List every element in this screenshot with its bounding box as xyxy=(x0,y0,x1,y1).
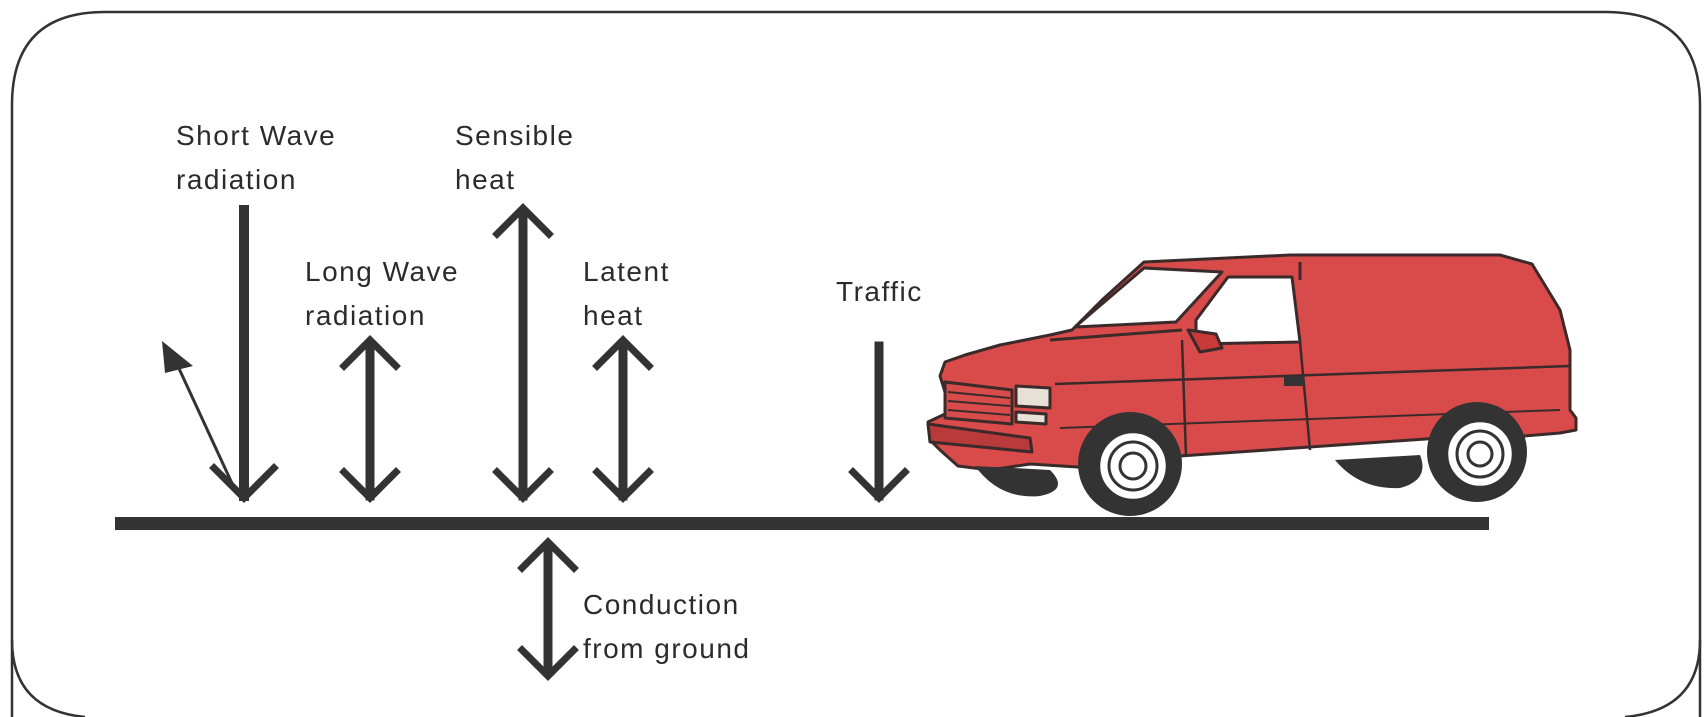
label-latent-line2: heat xyxy=(583,300,644,331)
label-sensible-line1: Sensible xyxy=(455,120,575,151)
long-wave-arrow xyxy=(339,335,401,503)
label-short-wave-radiation: Short Wave radiation xyxy=(176,114,336,202)
label-short-wave-line1: Short Wave xyxy=(176,120,337,151)
label-long-wave-line1: Long Wave xyxy=(305,256,460,287)
label-conduction-line1: Conduction xyxy=(583,589,740,620)
label-latent-heat: Latent heat xyxy=(583,250,670,338)
label-latent-line1: Latent xyxy=(583,256,670,287)
latent-heat-arrow xyxy=(592,335,654,503)
conduction-arrow xyxy=(517,537,579,681)
frame-bottom-corners xyxy=(10,639,1702,717)
label-sensible-heat: Sensible heat xyxy=(455,114,574,202)
label-short-wave-line2: radiation xyxy=(176,164,297,195)
label-traffic: Traffic xyxy=(836,276,923,307)
label-conduction-line2: from ground xyxy=(583,633,751,664)
sensible-heat-arrow xyxy=(492,203,554,503)
reflected-radiation-arrow xyxy=(162,341,238,493)
label-sensible-line2: heat xyxy=(455,164,516,195)
short-wave-arrow xyxy=(209,205,279,503)
traffic-arrow xyxy=(848,341,910,503)
label-conduction-from-ground: Conduction from ground xyxy=(583,583,750,671)
ground-line xyxy=(115,517,1489,530)
diagram-frame xyxy=(10,10,1702,717)
label-long-wave-line2: radiation xyxy=(305,300,426,331)
label-long-wave-radiation: Long Wave radiation xyxy=(305,250,459,338)
van-icon xyxy=(926,253,1578,516)
